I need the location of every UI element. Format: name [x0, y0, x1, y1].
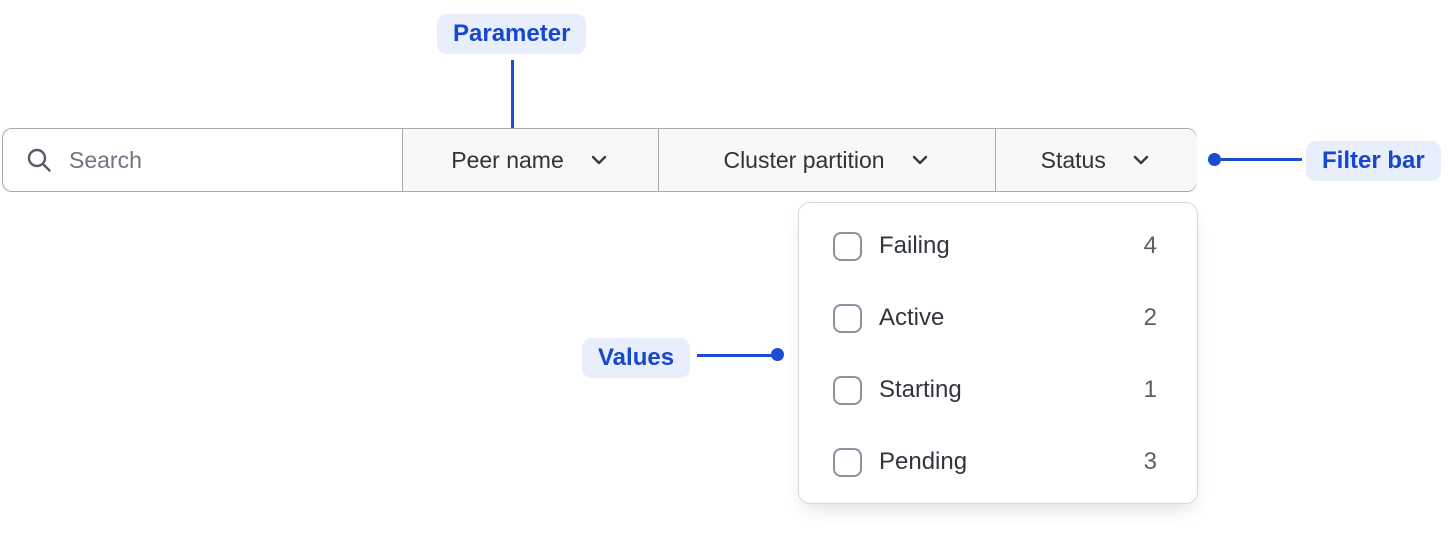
filter-dropdown-cluster-partition[interactable]: Cluster partition: [659, 129, 996, 191]
values-connector-dot: [771, 348, 784, 361]
filter-dropdown-status[interactable]: Status: [996, 129, 1197, 191]
option-count: 4: [1143, 232, 1157, 259]
checkbox[interactable]: [833, 375, 862, 405]
option-label: Pending: [879, 448, 968, 475]
chevron-down-icon: [591, 155, 606, 165]
search-section: [3, 129, 403, 191]
option-count: 1: [1143, 376, 1157, 403]
option-count: 3: [1143, 448, 1157, 475]
search-input[interactable]: [69, 146, 402, 174]
status-option-active[interactable]: Active 2: [799, 282, 1197, 354]
chevron-down-icon: [912, 155, 927, 165]
status-option-starting[interactable]: Starting 1: [799, 354, 1197, 426]
chevron-down-icon: [1133, 155, 1149, 165]
dropdown-label: Peer name: [451, 146, 564, 173]
status-option-pending[interactable]: Pending 3: [799, 426, 1197, 498]
filter-bar-annotation-badge: Filter bar: [1306, 141, 1441, 181]
dropdown-label: Status: [1040, 146, 1106, 173]
filter-bar: Peer name Cluster partition Status: [2, 128, 1197, 192]
status-option-failing[interactable]: Failing 4: [799, 210, 1197, 282]
checkbox[interactable]: [833, 303, 862, 333]
values-annotation-badge: Values: [582, 338, 691, 378]
filter-dropdown-peer-name[interactable]: Peer name: [403, 129, 659, 191]
checkbox[interactable]: [833, 231, 862, 261]
parameter-annotation-badge: Parameter: [437, 14, 587, 54]
option-label: Failing: [879, 232, 950, 259]
filter-bar-connector-line: [1221, 158, 1302, 161]
option-label: Starting: [879, 376, 962, 403]
search-icon: [27, 148, 51, 172]
parameter-connector-line: [511, 60, 514, 143]
filter-bar-connector-dot: [1208, 153, 1221, 166]
status-dropdown-panel: Failing 4 Active 2 Starting 1 Pending 3: [798, 202, 1198, 504]
option-count: 2: [1143, 304, 1157, 331]
dropdown-label: Cluster partition: [723, 146, 885, 173]
values-connector-line: [697, 354, 773, 357]
option-label: Active: [879, 304, 945, 331]
checkbox[interactable]: [833, 447, 862, 477]
